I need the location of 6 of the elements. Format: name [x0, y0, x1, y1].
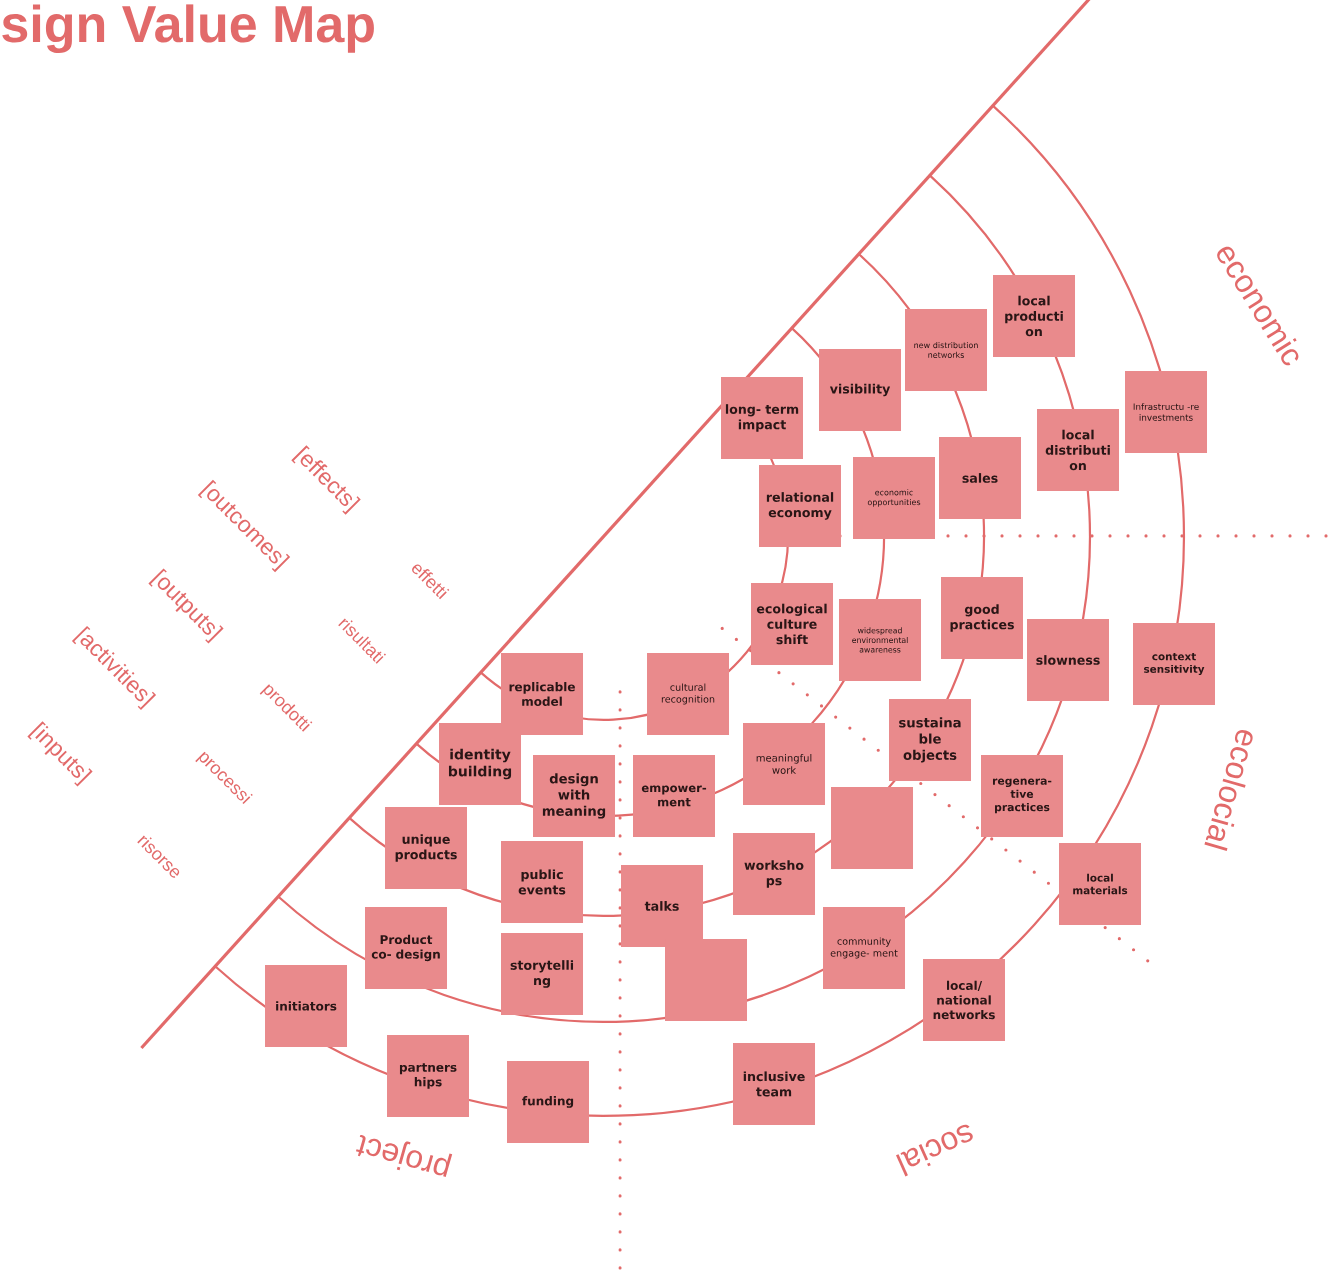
axis-label: ecolocial — [1204, 730, 1253, 851]
axis-label: project — [355, 1135, 453, 1177]
sticky-note — [665, 938, 747, 1021]
sticky-note — [831, 786, 913, 869]
axis-label: social — [896, 1124, 973, 1177]
title: sign Value Map — [2, 4, 374, 54]
